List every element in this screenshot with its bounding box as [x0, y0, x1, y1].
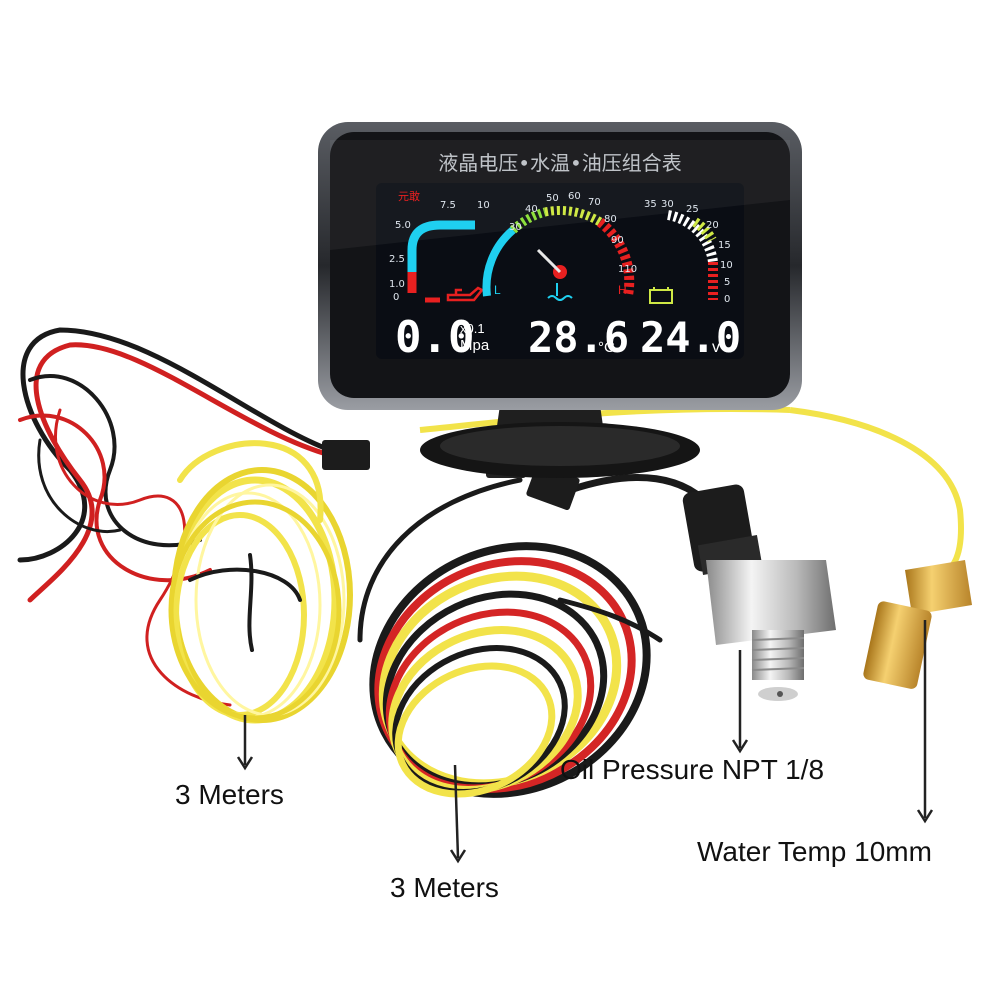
- water-temp-scale: [482, 205, 635, 297]
- voltage-scale-label: 20: [706, 220, 719, 231]
- oil-scale-label: 10: [477, 200, 490, 211]
- water-scale-label: 80: [604, 214, 617, 225]
- oil-scale-label: 5.0: [395, 220, 411, 231]
- water-scale-label: 70: [588, 197, 601, 208]
- voltage-scale: [666, 210, 718, 300]
- water-temp-low-mark: L: [494, 283, 501, 297]
- brand-mark: 元敢: [398, 189, 420, 203]
- callout-arrows: [236, 620, 934, 864]
- voltage-scale-label: 5: [724, 277, 730, 288]
- oil-sensor-label: Oil Pressure NPT 1/8: [560, 754, 825, 785]
- water-scale-label: 50: [546, 193, 559, 204]
- water-scale-label: 60: [568, 191, 581, 202]
- oil-can-icon: [446, 286, 484, 302]
- oil-pressure-unit: Mpa: [460, 337, 490, 354]
- oil-pressure-value: 0.0: [395, 312, 474, 363]
- voltage-scale-label: 25: [686, 204, 699, 215]
- voltage-value: 24.0: [640, 313, 741, 362]
- voltage-scale-label: 0: [724, 294, 730, 305]
- thermometer-icon: [547, 283, 573, 301]
- battery-icon: [649, 287, 673, 304]
- voltage-scale-label: 15: [718, 240, 731, 251]
- gauge-mount: [420, 405, 700, 478]
- water-scale-label: 40: [525, 204, 538, 215]
- voltage-unit: v: [712, 339, 720, 356]
- water-sensor-label: Water Temp 10mm: [697, 836, 932, 867]
- voltage-scale-label: 30: [661, 199, 674, 210]
- yellow-wire-water: [789, 407, 964, 578]
- water-temp-value: 28.6: [528, 313, 629, 362]
- cable-length-label-middle: 3 Meters: [390, 872, 499, 903]
- header-text: 液晶电压•水温•油压组合表: [438, 151, 682, 175]
- oil-scale-label: 0: [393, 292, 399, 303]
- oil-pressure-scale: [407, 220, 475, 303]
- voltage-scale-label: 10: [720, 260, 733, 271]
- oil-scale-label: 1.0: [389, 279, 405, 290]
- oil-scale-label: 7.5: [440, 200, 456, 211]
- oil-pressure-sensor: [682, 484, 836, 701]
- water-temp-high-mark: H: [618, 283, 627, 297]
- water-temp-sensor: [863, 560, 972, 689]
- cable-length-label-left: 3 Meters: [175, 779, 284, 810]
- cable-coil-middle: [357, 477, 663, 798]
- red-black-wires: [17, 327, 333, 707]
- water-scale-label: 90: [611, 235, 624, 246]
- voltage-scale-label: 35: [644, 199, 657, 210]
- cable-coil-left: [168, 440, 353, 724]
- water-scale-label: 110: [618, 264, 637, 275]
- water-scale-label: 30: [509, 222, 522, 233]
- oil-scale-label: 2.5: [389, 254, 405, 265]
- oil-pressure-multiplier: x0.1: [460, 321, 485, 336]
- water-temp-unit: °C: [598, 339, 615, 356]
